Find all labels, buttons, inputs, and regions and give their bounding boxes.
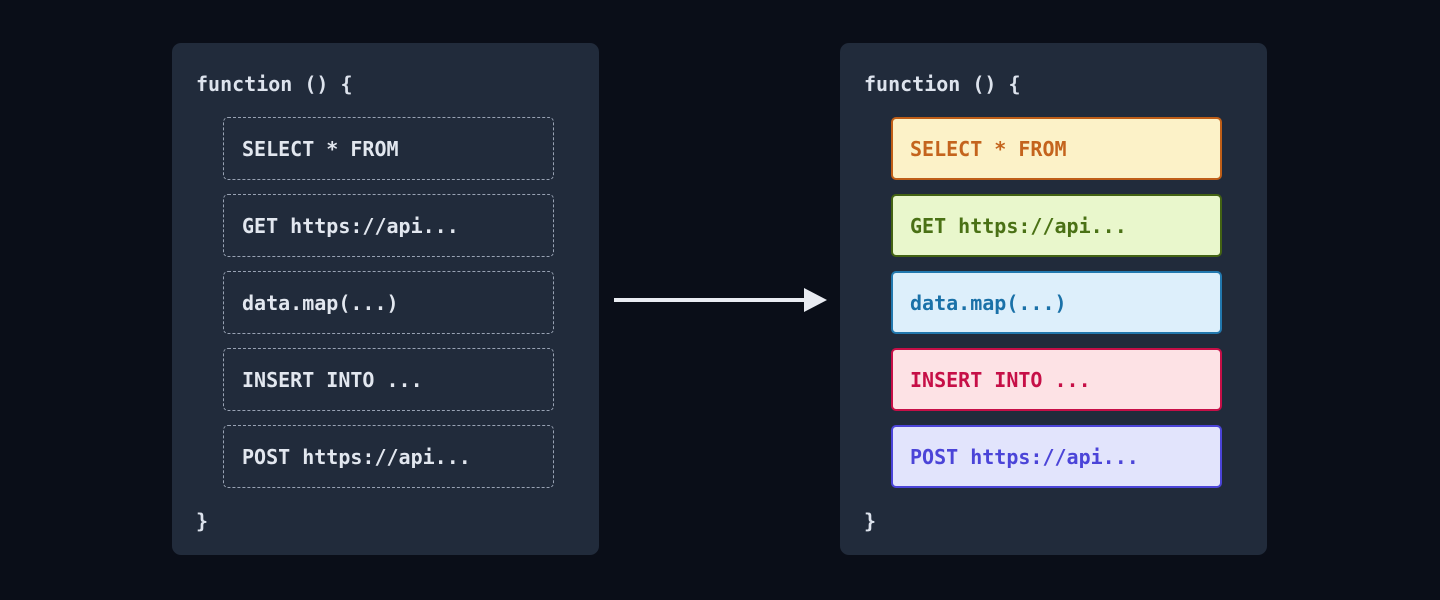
- code-snippet-label: POST https://api...: [910, 444, 1139, 469]
- highlighted-block-post-request: POST https://api...: [891, 425, 1222, 488]
- code-panel-after: function () { SELECT * FROM GET https://…: [840, 43, 1267, 555]
- code-snippet-label: SELECT * FROM: [242, 136, 399, 161]
- code-snippet-label: SELECT * FROM: [910, 136, 1067, 161]
- highlighted-block-insert-into: INSERT INTO ...: [891, 348, 1222, 411]
- placeholder-block-select-from: SELECT * FROM: [223, 117, 554, 180]
- placeholder-block-list: SELECT * FROM GET https://api... data.ma…: [223, 117, 554, 488]
- right-arrow-icon: [614, 288, 827, 312]
- function-close-line: }: [196, 509, 209, 533]
- code-snippet-label: GET https://api...: [910, 213, 1127, 238]
- highlighted-block-list: SELECT * FROM GET https://api... data.ma…: [891, 117, 1222, 488]
- function-open-line: function () {: [196, 72, 353, 96]
- code-snippet-label: data.map(...): [242, 290, 399, 315]
- function-close-line: }: [864, 509, 877, 533]
- code-snippet-label: INSERT INTO ...: [910, 367, 1091, 392]
- transform-arrow-icon: [614, 287, 828, 313]
- code-snippet-label: POST https://api...: [242, 444, 471, 469]
- code-snippet-label: data.map(...): [910, 290, 1067, 315]
- placeholder-block-data-map: data.map(...): [223, 271, 554, 334]
- placeholder-block-insert-into: INSERT INTO ...: [223, 348, 554, 411]
- highlighted-block-get-request: GET https://api...: [891, 194, 1222, 257]
- highlighted-block-data-map: data.map(...): [891, 271, 1222, 334]
- function-open-line: function () {: [864, 72, 1021, 96]
- placeholder-block-get-request: GET https://api...: [223, 194, 554, 257]
- placeholder-block-post-request: POST https://api...: [223, 425, 554, 488]
- code-snippet-label: INSERT INTO ...: [242, 367, 423, 392]
- code-panel-before: function () { SELECT * FROM GET https://…: [172, 43, 599, 555]
- highlighted-block-select-from: SELECT * FROM: [891, 117, 1222, 180]
- code-snippet-label: GET https://api...: [242, 213, 459, 238]
